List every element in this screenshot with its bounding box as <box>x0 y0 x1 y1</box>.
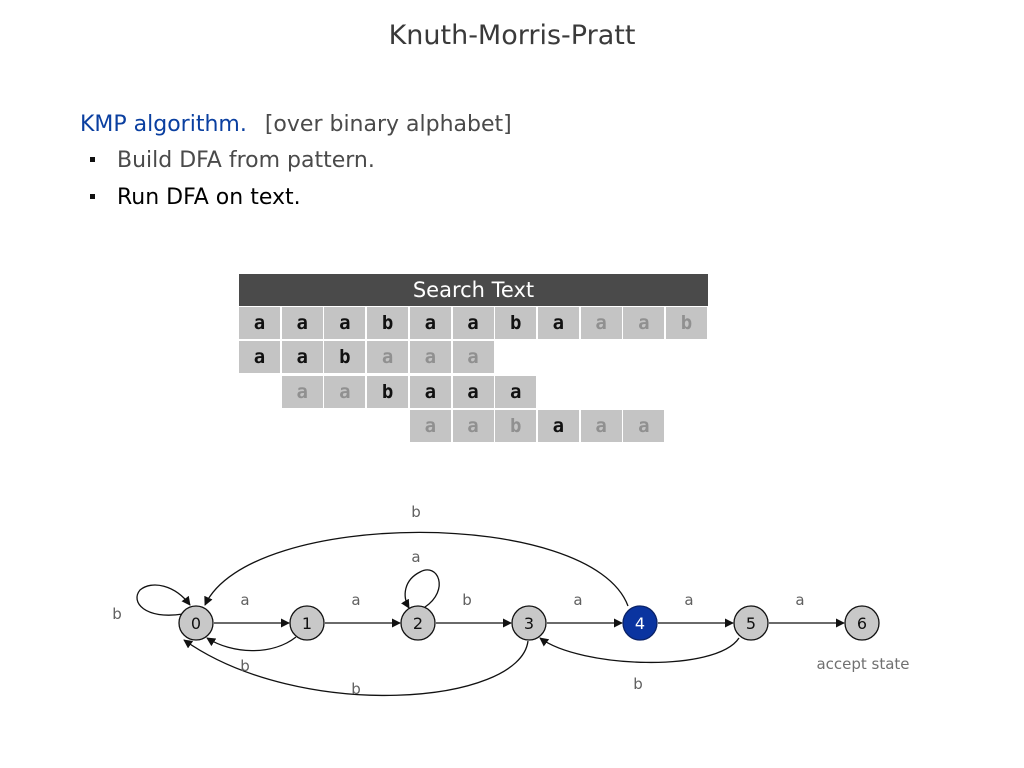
state-label: 4 <box>635 614 645 633</box>
state-label: 6 <box>857 614 867 633</box>
search-text-cell: a <box>409 375 452 409</box>
slide-title: Knuth-Morris-Pratt <box>388 20 636 51</box>
bullet-square-icon <box>90 193 95 199</box>
state-label: 3 <box>524 614 534 633</box>
accept-state-label: accept state <box>816 655 909 673</box>
search-text-cell: a <box>452 375 495 409</box>
edge-2-2 <box>401 569 440 609</box>
search-text-header: Search Text <box>239 274 708 306</box>
search-text-cell: b <box>495 409 538 443</box>
search-text-cell: a <box>452 409 495 443</box>
search-text-cell: a <box>580 307 623 340</box>
state-0: 0 <box>178 605 214 641</box>
search-text-cell: b <box>324 341 367 375</box>
bullet-build-dfa: Build DFA from pattern. <box>90 148 375 173</box>
edge-4-0 <box>204 531 629 607</box>
edge-0-0 <box>136 584 191 616</box>
state-6: 6 <box>844 605 880 641</box>
search-text-cell: a <box>623 307 666 340</box>
bullet-text: Build DFA from pattern. <box>117 148 375 173</box>
search-text-cell: a <box>452 341 495 375</box>
bullet-text: Run DFA on text. <box>117 185 301 210</box>
edge-label-2-2: a <box>411 548 420 566</box>
search-text-cell: a <box>580 409 623 443</box>
search-text-cell: a <box>409 409 452 443</box>
search-text-cell: a <box>239 307 281 340</box>
state-label: 0 <box>191 614 201 633</box>
search-text-cell: a <box>367 341 410 375</box>
edge-label-1-0: b <box>240 657 250 675</box>
edge-label-0-1: a <box>240 591 249 609</box>
search-text-cell: a <box>623 409 666 443</box>
edge-label-5-6: a <box>795 591 804 609</box>
search-text-cell: a <box>324 307 367 340</box>
state-4-active: 4 <box>622 605 658 641</box>
edge-label-3-0: b <box>351 680 361 698</box>
state-label: 2 <box>413 614 423 633</box>
search-text-cell: b <box>367 307 410 340</box>
edge-5-3 <box>539 637 740 664</box>
bullet-square-icon <box>90 156 95 162</box>
search-text-cell: b <box>666 307 708 340</box>
state-5: 5 <box>733 605 769 641</box>
state-label: 1 <box>302 614 312 633</box>
edge-label-5-3: b <box>633 675 643 693</box>
edge-1-0 <box>206 636 297 652</box>
state-1: 1 <box>289 605 325 641</box>
edge-label-3-4: a <box>573 591 582 609</box>
bullet-run-dfa: Run DFA on text. <box>90 185 301 210</box>
search-text-cell: a <box>537 409 580 443</box>
search-text-cell: a <box>409 307 452 340</box>
intro-note: [over binary alphabet] <box>264 112 512 137</box>
state-label: 5 <box>746 614 756 633</box>
edge-label-4-0: b <box>411 503 421 521</box>
edge-label-2-3: b <box>462 591 472 609</box>
edge-label-4-5: a <box>684 591 693 609</box>
search-text-cell: b <box>367 375 410 409</box>
search-text-cell: a <box>281 341 324 375</box>
intro-keyword: KMP algorithm. <box>80 112 247 137</box>
search-text-cell: a <box>452 307 495 340</box>
edge-label-0-0: b <box>112 605 122 623</box>
state-2: 2 <box>400 605 436 641</box>
intro-line: KMP algorithm. [over binary alphabet] <box>80 112 512 137</box>
search-text-cell: a <box>324 375 367 409</box>
state-3: 3 <box>511 605 547 641</box>
edge-label-1-2: a <box>351 591 360 609</box>
search-text-cell: a <box>281 375 324 409</box>
search-text-cell: a <box>281 307 324 340</box>
edge-3-0 <box>183 639 529 697</box>
search-text-cell: a <box>537 307 580 340</box>
search-text-cell: a <box>495 375 538 409</box>
search-text-cell: a <box>409 341 452 375</box>
search-text-cell: b <box>495 307 538 340</box>
search-text-cell: a <box>239 341 281 375</box>
